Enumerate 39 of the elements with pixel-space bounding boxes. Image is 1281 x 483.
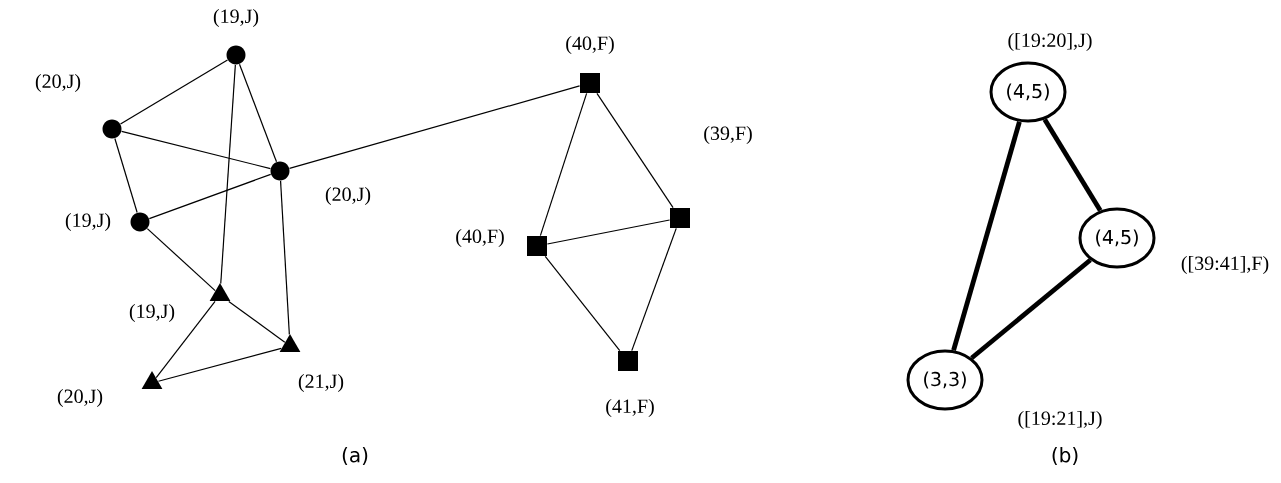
edge-line [146, 228, 216, 292]
edge-line [220, 64, 236, 285]
node-label: ([19:20],J) [1008, 32, 1092, 52]
node-label: (19,J) [65, 212, 111, 232]
edge-line [228, 300, 286, 343]
edge-line [279, 180, 290, 335]
node-label: ([39:41],F) [1181, 255, 1269, 275]
edge-line [119, 59, 229, 125]
node-label: (20,J) [325, 186, 371, 206]
edge-line [1042, 118, 1103, 212]
node-label: (40,F) [566, 35, 614, 55]
node-label: (20,J) [57, 388, 103, 408]
edge-line [121, 130, 271, 170]
node-label: (40,F) [456, 228, 504, 248]
node-label: ([19:21],J) [1018, 410, 1102, 430]
ellipse-node: (3,3) [906, 349, 984, 411]
node-label: (41,F) [606, 398, 654, 418]
edge-line [539, 92, 588, 237]
edge-line [157, 347, 282, 382]
edge-line [238, 63, 278, 163]
edge-line [114, 137, 138, 214]
node-label: (19,J) [213, 8, 259, 28]
edge-line [596, 92, 674, 209]
edge-line [951, 121, 1022, 351]
edge-line [631, 227, 677, 352]
panel-caption: (a) [342, 447, 368, 465]
edge-line [970, 258, 1092, 360]
node-label: (21,J) [298, 373, 344, 393]
edge-line [544, 255, 621, 352]
node-label: (19,J) [129, 303, 175, 323]
ellipse-node: (4,5) [1078, 207, 1156, 269]
panel-caption: (b) [1052, 447, 1078, 465]
node-label: (20,J) [35, 73, 81, 93]
node-label: (39,F) [704, 125, 752, 145]
ellipse-node: (4,5) [989, 61, 1067, 123]
edge-line [288, 85, 581, 169]
edge-line [148, 173, 272, 220]
edge-line [546, 219, 671, 245]
edge-line [155, 300, 216, 379]
